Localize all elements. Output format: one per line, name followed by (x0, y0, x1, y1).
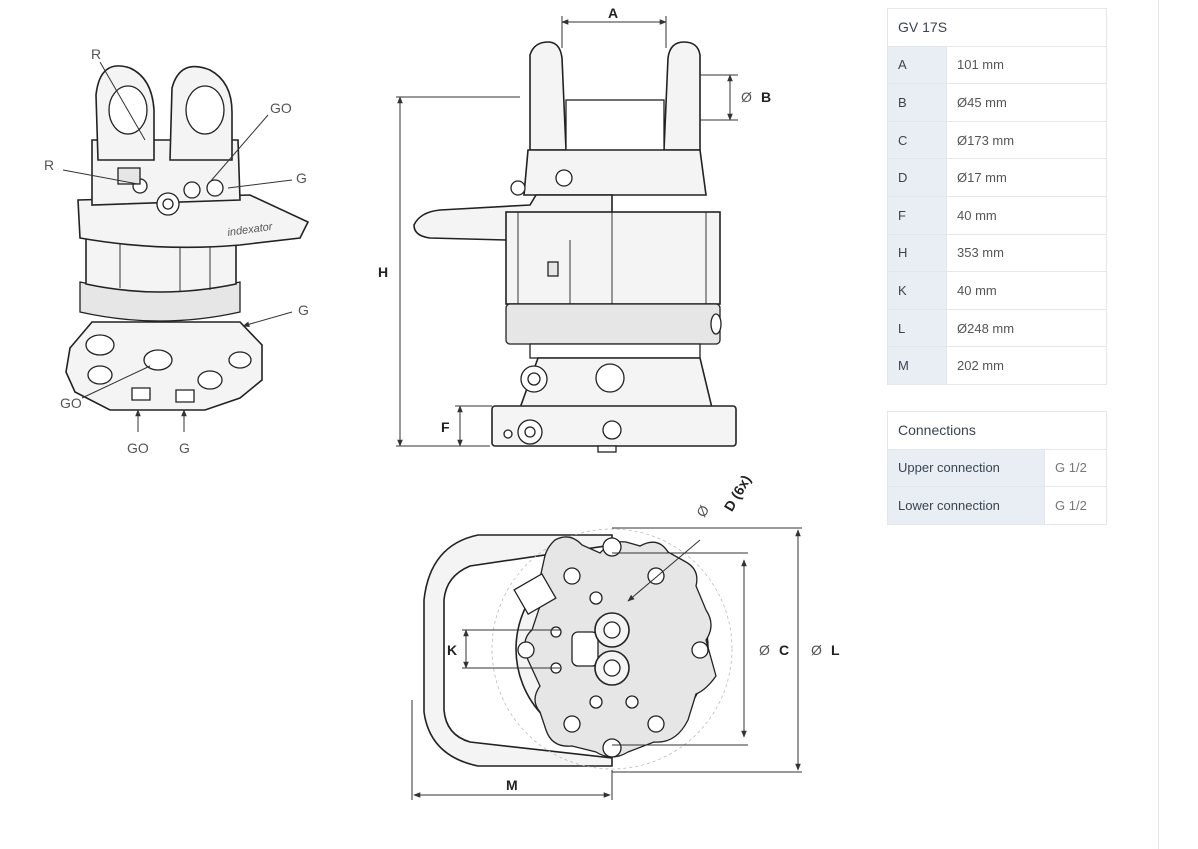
dim-dia-b: Ø (741, 89, 752, 105)
technical-drawing: indexator R R GO G G GO GO G (44, 5, 840, 800)
dim-value: 353 mm (946, 233, 1107, 273)
dim-label-k: K (447, 642, 457, 658)
dim-key: A (887, 45, 947, 85)
label-go-left: GO (60, 395, 82, 411)
dim-key: D (887, 158, 947, 197)
dim-label-b: B (761, 89, 771, 105)
dim-label-m: M (506, 777, 518, 793)
connection-key: Lower connection (887, 486, 1045, 525)
dim-value: Ø248 mm (946, 308, 1107, 348)
dim-value: 202 mm (946, 346, 1107, 385)
dim-value: 40 mm (946, 271, 1107, 310)
dim-dia-c: Ø (759, 642, 770, 658)
dim-dia-d: Ø (693, 502, 712, 520)
dim-value: 40 mm (946, 195, 1107, 235)
dim-label-d: D (6x) (721, 472, 754, 514)
dim-key: C (887, 120, 947, 160)
connection-value: G 1/2 (1044, 448, 1107, 488)
label-g-top: G (296, 170, 307, 186)
label-go-bottom: GO (127, 440, 149, 456)
side-view: A Ø B H F (378, 5, 771, 453)
dim-dia-l: Ø (811, 642, 822, 658)
dim-label-f: F (441, 419, 450, 435)
dim-key: B (887, 83, 947, 122)
dim-label-l: L (831, 642, 840, 658)
label-r-mid: R (44, 157, 54, 173)
isometric-view: indexator R R GO G G GO GO G (44, 46, 310, 456)
dimensions-table-header: GV 17S (887, 8, 1107, 47)
connection-value: G 1/2 (1044, 486, 1107, 525)
bottom-view: Ø D (6x) Ø C Ø L K M (411, 472, 840, 800)
dim-key: K (887, 271, 947, 310)
dim-label-a: A (608, 5, 618, 21)
dim-key: H (887, 233, 947, 273)
dim-value: Ø45 mm (946, 83, 1107, 122)
model-name: GV 17S (887, 8, 1107, 47)
connection-key: Upper connection (887, 448, 1045, 488)
dim-key: M (887, 346, 947, 385)
page-divider (1158, 0, 1159, 849)
dim-value: Ø173 mm (946, 120, 1107, 160)
label-g-bottom: G (179, 440, 190, 456)
label-go-top: GO (270, 100, 292, 116)
label-r-top: R (91, 46, 101, 62)
dim-value: 101 mm (946, 45, 1107, 85)
dim-key: F (887, 195, 947, 235)
connections-title: Connections (887, 411, 1107, 450)
connections-table-header: Connections (887, 411, 1107, 450)
dim-label-h: H (378, 264, 388, 280)
label-g-mid: G (298, 302, 309, 318)
dim-value: Ø17 mm (946, 158, 1107, 197)
dim-key: L (887, 308, 947, 348)
dim-label-c: C (779, 642, 789, 658)
